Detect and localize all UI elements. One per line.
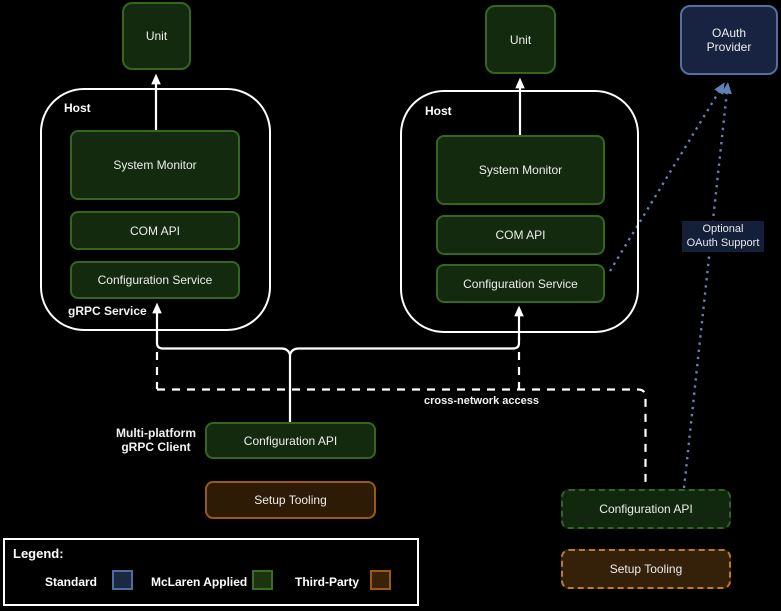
host-title: Host (64, 101, 91, 115)
host-container-right: Host (400, 90, 639, 333)
com-api-label: COM API (495, 228, 546, 242)
oauth-provider-label: OAuth Provider (706, 25, 752, 54)
legend-swatch-mclaren-applied (252, 570, 273, 590)
unit-label: Unit (145, 29, 168, 43)
legend-label-third-party: Third-Party (295, 575, 360, 589)
config-service-label: Configuration Service (97, 273, 213, 287)
system-monitor-node-left: System Monitor (70, 130, 240, 200)
setup-tooling-label: Setup Tooling (609, 562, 683, 576)
setup-tooling-label: Setup Tooling (254, 493, 327, 507)
host-title: Host (425, 104, 452, 118)
unit-label: Unit (509, 32, 532, 47)
cross-network-annotation: cross-network access (424, 395, 539, 407)
system-monitor-label: System Monitor (478, 163, 563, 177)
config-api-label: Configuration API (599, 502, 693, 516)
unit-node-left: Unit (122, 2, 191, 70)
config-api-node-client: Configuration API (205, 422, 376, 459)
config-service-label: Configuration Service (463, 276, 578, 291)
dashed-cross-network-line (157, 388, 647, 488)
legend-label-mclaren-applied: McLaren Applied (151, 575, 248, 589)
legend-title: Legend: (13, 546, 64, 561)
dotted-config-api-to-oauth (682, 81, 732, 489)
legend-swatch-third-party (370, 570, 391, 590)
setup-tooling-node-client: Setup Tooling (205, 481, 376, 519)
config-service-node-right: Configuration Service (436, 264, 605, 303)
legend-swatch-standard (112, 570, 133, 590)
oauth-provider-node: OAuth Provider (680, 5, 778, 75)
system-monitor-label: System Monitor (113, 158, 197, 172)
grpc-service-label: gRPC Service (68, 304, 147, 318)
optional-oauth-annotation: Optional OAuth Support (682, 221, 764, 252)
com-api-label: COM API (129, 223, 180, 238)
multi-platform-client-caption: Multi-platform gRPC Client (116, 426, 196, 455)
host-container-left: Host (40, 88, 271, 331)
com-api-node-right: COM API (436, 215, 605, 255)
com-api-node-left: COM API (70, 211, 240, 250)
system-monitor-node-right: System Monitor (436, 135, 605, 205)
config-api-node-remote: Configuration API (561, 489, 731, 529)
config-service-node-left: Configuration Service (70, 261, 240, 299)
fork-bracket (155, 337, 521, 358)
unit-node-right: Unit (485, 5, 556, 74)
config-api-label: Configuration API (243, 433, 338, 448)
legend: Legend: Standard McLaren Applied Third-P… (3, 538, 419, 606)
legend-label-standard: Standard (45, 575, 98, 589)
setup-tooling-node-remote: Setup Tooling (561, 549, 731, 589)
